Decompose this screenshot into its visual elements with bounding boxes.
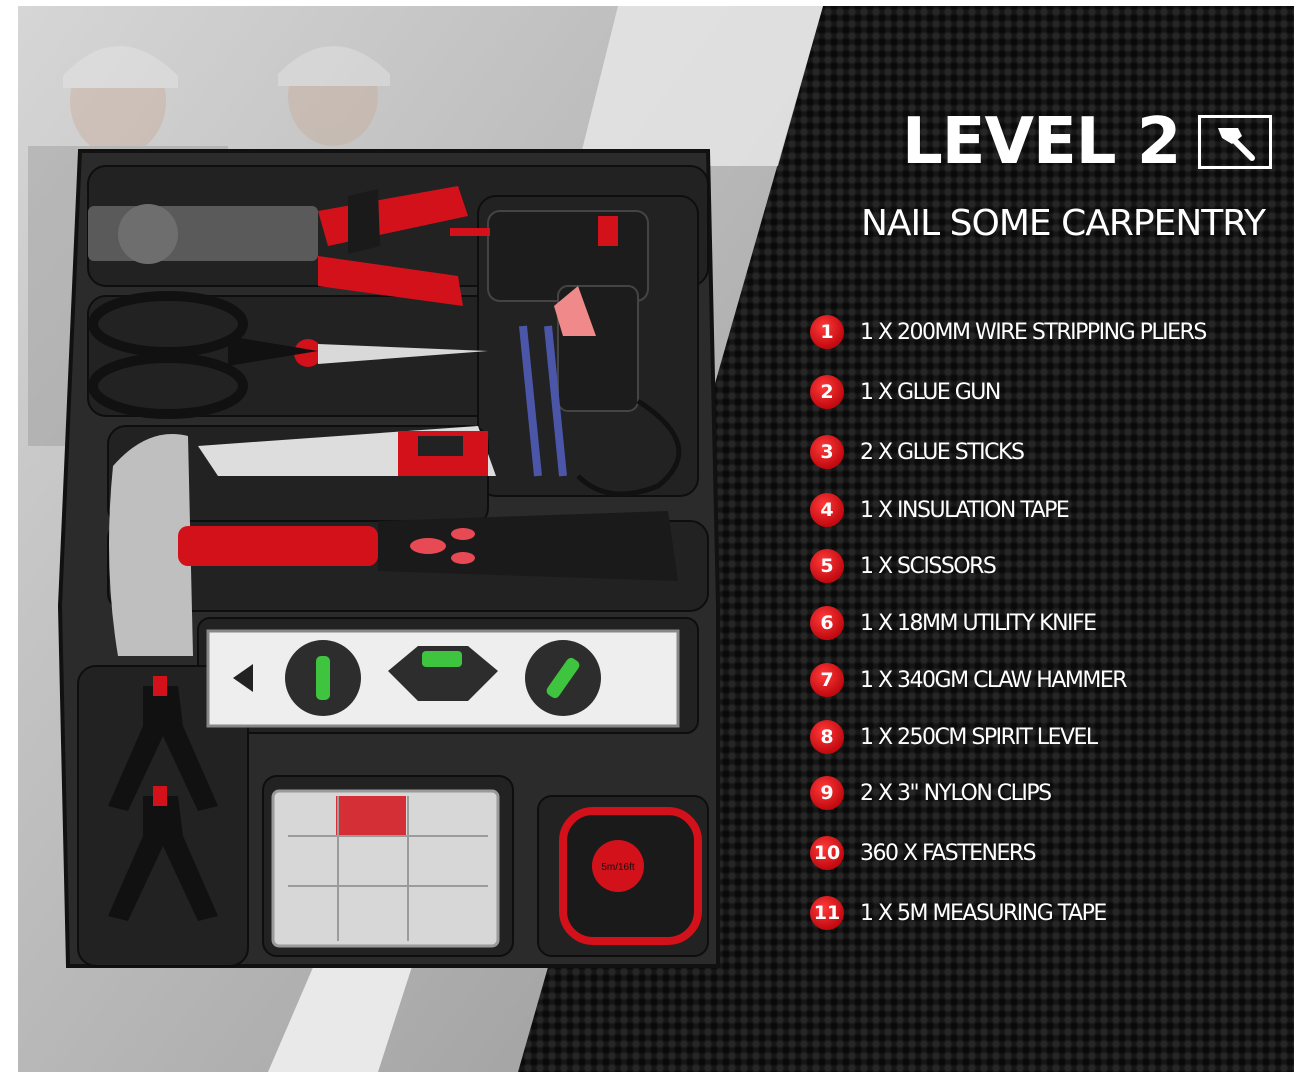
- item-number-badge: 5: [810, 549, 844, 583]
- item-label: 1 X INSULATION TAPE: [860, 497, 1070, 523]
- list-item: 10 360 X FASTENERS: [810, 836, 1037, 870]
- item-label: 1 X SCISSORS: [860, 553, 997, 579]
- tool-case-illustration: 5m/16ft: [18, 6, 823, 1072]
- scissors-illustration: [88, 291, 488, 419]
- item-label: 360 X FASTENERS: [860, 840, 1037, 866]
- item-label: 2 X GLUE STICKS: [860, 439, 1025, 465]
- nylon-clips-illustration: [108, 676, 218, 921]
- item-number-badge: 8: [810, 720, 844, 754]
- page-title: LEVEL 2: [902, 105, 1181, 179]
- list-item: 11 1 X 5M MEASURING TAPE: [810, 896, 1107, 930]
- list-item: 5 1 X SCISSORS: [810, 549, 997, 583]
- item-number-badge: 4: [810, 493, 844, 527]
- list-item: 6 1 X 18MM UTILITY KNIFE: [810, 606, 1097, 640]
- measuring-tape-illustration: 5m/16ft: [559, 807, 702, 945]
- item-number-badge: 6: [810, 606, 844, 640]
- subtitle: NAIL SOME CARPENTRY: [861, 203, 1266, 244]
- list-item: 9 2 X 3" NYLON CLIPS: [810, 776, 1052, 810]
- item-number-badge: 2: [810, 375, 844, 409]
- item-number-badge: 3: [810, 435, 844, 469]
- pliers-illustration: [88, 186, 468, 306]
- spirit-level-illustration: [206, 629, 680, 728]
- list-item: 7 1 X 340GM CLAW HAMMER: [810, 663, 1128, 697]
- list-item: 2 1 X GLUE GUN: [810, 375, 1001, 409]
- item-label: 1 X 200MM WIRE STRIPPING PLIERS: [860, 319, 1207, 345]
- item-number-badge: 10: [810, 836, 844, 870]
- item-number-badge: 7: [810, 663, 844, 697]
- tape-label: 5m/16ft: [601, 862, 635, 873]
- item-number-badge: 11: [810, 896, 844, 930]
- item-label: 1 X 340GM CLAW HAMMER: [860, 667, 1128, 693]
- item-number-badge: 1: [810, 315, 844, 349]
- list-item: 4 1 X INSULATION TAPE: [810, 493, 1070, 527]
- item-label: 1 X 250CM SPIRIT LEVEL: [860, 724, 1098, 750]
- hammer-illustration: [109, 434, 678, 656]
- list-item: 1 1 X 200MM WIRE STRIPPING PLIERS: [810, 315, 1207, 349]
- hammer-icon: [1198, 115, 1273, 169]
- item-label: 2 X 3" NYLON CLIPS: [860, 780, 1052, 806]
- product-banner: 5m/16ft LEVEL 2 NAIL SOME CARPENTRY 1 1 X…: [18, 6, 1294, 1072]
- list-item: 3 2 X GLUE STICKS: [810, 435, 1025, 469]
- glue-gun-illustration: [450, 210, 682, 497]
- item-label: 1 X GLUE GUN: [860, 379, 1001, 405]
- header: LEVEL 2: [902, 105, 1273, 179]
- item-number-badge: 9: [810, 776, 844, 810]
- item-label: 1 X 18MM UTILITY KNIFE: [860, 610, 1097, 636]
- list-item: 8 1 X 250CM SPIRIT LEVEL: [810, 720, 1098, 754]
- item-label: 1 X 5M MEASURING TAPE: [860, 900, 1107, 926]
- utility-knife-illustration: [198, 426, 496, 476]
- fasteners-box-illustration: [271, 789, 500, 948]
